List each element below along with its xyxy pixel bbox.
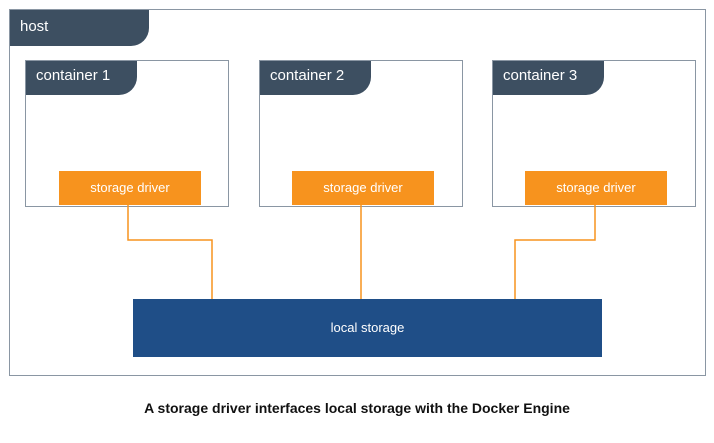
container-2-label: container 2 [260, 61, 371, 95]
storage-driver-1: storage driver [59, 171, 201, 205]
caption: A storage driver interfaces local storag… [144, 400, 570, 416]
container-3-label: container 3 [493, 61, 604, 95]
storage-driver-3: storage driver [525, 171, 667, 205]
host-label: host [10, 10, 149, 46]
local-storage: local storage [133, 299, 602, 357]
container-1-label: container 1 [26, 61, 137, 95]
storage-driver-2: storage driver [292, 171, 434, 205]
